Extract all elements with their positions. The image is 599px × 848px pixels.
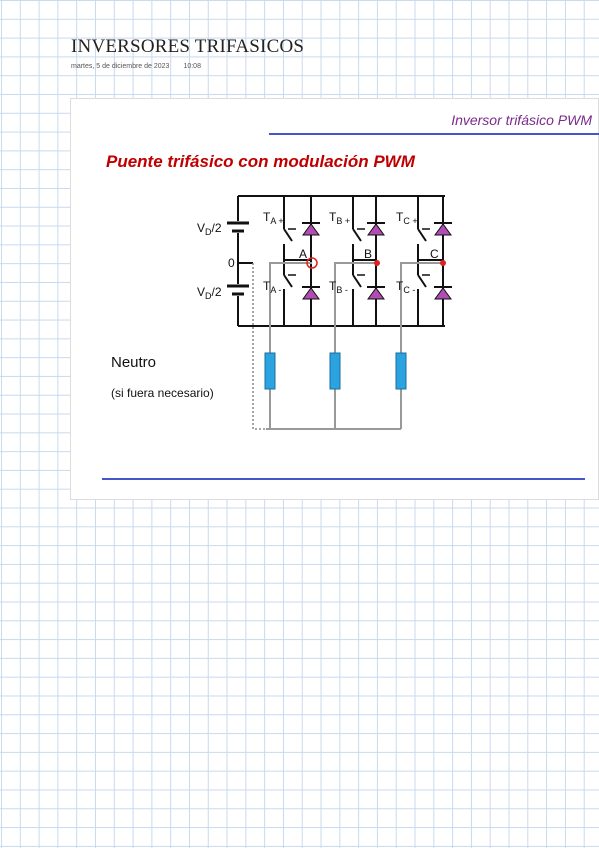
switch-upper-contact [417,228,427,242]
slide-header: Inversor trifásico PWM [451,112,592,128]
load-feed-wire [400,262,443,353]
lower-diode [367,287,385,300]
upper-switch-label: TB + [329,210,350,226]
node-label: B [364,247,372,261]
lower-switch-label: TA - [263,279,281,295]
note-title: INVERSORES TRIFASICOS [71,36,305,57]
circuit-parts [264,222,452,390]
supply-bottom-label: VD/2 [197,285,222,301]
neutro-note: (si fuera necesario) [111,386,214,400]
upper-diode [367,223,385,236]
upper-diode [434,223,452,236]
node-marker [440,260,446,266]
node-label: C [430,247,439,261]
bottom-divider [102,478,585,480]
node-label: A [299,247,307,261]
upper-switch-label: TC + [396,210,418,226]
switch-lower-contact [352,274,362,288]
load-resistor [329,352,341,390]
load-feed-wire [269,262,312,353]
lower-switch-label: TC - [396,279,415,295]
lower-diode [434,287,452,300]
switch-upper-contact [352,228,362,242]
note-time: 10:08 [183,63,201,70]
midpoint-label: 0 [228,256,235,270]
upper-diode [302,223,320,236]
node-marker [374,260,380,266]
slide-title: Puente trifásico con modulación PWM [106,152,415,171]
lower-switch-label: TB - [329,279,348,295]
slide: Inversor trifásico PWM Puente trifásico … [70,98,599,500]
header-divider [269,133,599,135]
upper-switch-label: TA + [263,210,284,226]
note-date: martes, 5 de diciembre de 2023 10:08 [71,63,201,70]
neutro-label: Neutro [111,354,157,371]
supply-top-label: VD/2 [197,221,222,237]
neutral-dotted-wire [252,263,266,430]
node-marker [306,257,318,269]
switch-lower-contact [417,274,427,288]
load-resistor [395,352,407,390]
load-feed-wire [334,262,377,353]
load-wires [252,262,443,430]
note-date-text: martes, 5 de diciembre de 2023 [71,63,170,70]
load-resistor [264,352,276,390]
switch-lower-contact [283,274,293,288]
lower-diode [302,287,320,300]
switch-upper-contact [283,228,293,242]
